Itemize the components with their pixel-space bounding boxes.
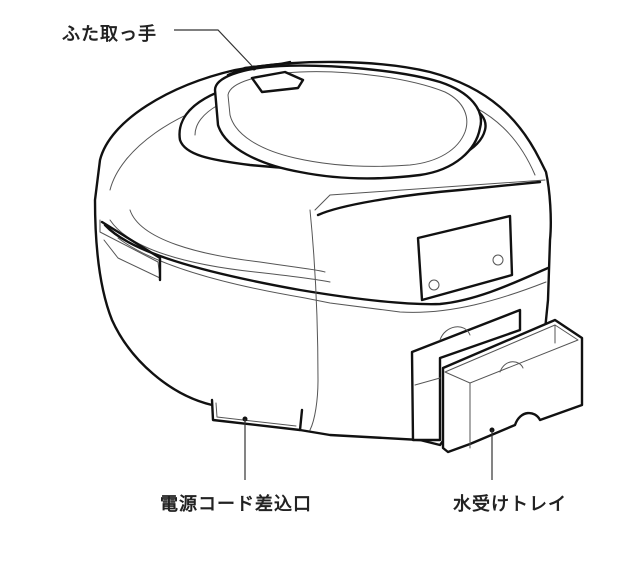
label-power-cord-inlet: 電源コード差込口 xyxy=(160,494,312,515)
lid-handle[interactable] xyxy=(213,60,483,180)
label-lid-handle: ふた取っ手 xyxy=(62,24,157,45)
drip-tray[interactable] xyxy=(441,318,584,454)
tray-slot xyxy=(410,308,522,442)
power-cord-inlet xyxy=(210,398,304,432)
label-drip-tray: 水受けトレイ xyxy=(453,494,567,515)
name-plate xyxy=(416,214,514,302)
leader-lines xyxy=(174,29,493,480)
